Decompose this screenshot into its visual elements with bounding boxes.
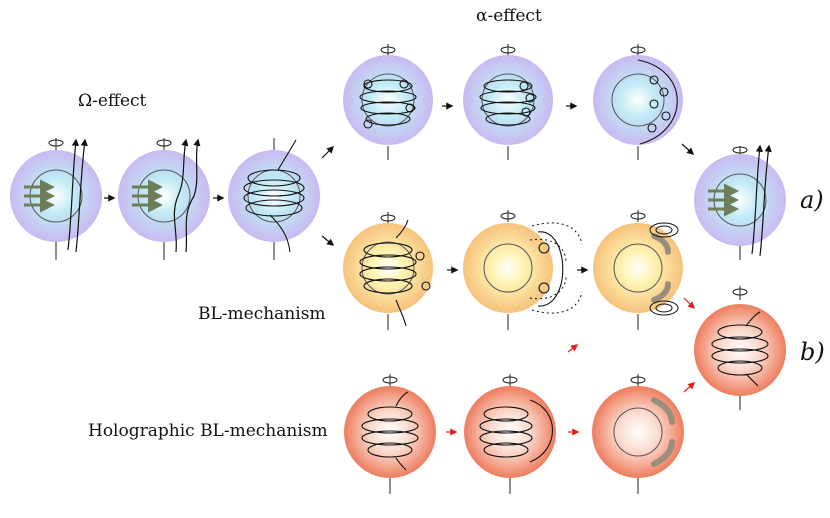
omega-sphere-3 [228, 138, 320, 260]
omega-sphere-2 [118, 138, 210, 260]
omega-effect-label: Ω-effect [78, 91, 147, 111]
alpha-effect-label: α-effect [476, 6, 542, 26]
arrow-to-bl [321, 235, 335, 246]
arrow-to-alpha [321, 145, 335, 159]
arrow-holo-to-b [683, 382, 696, 393]
result-sphere-b [694, 286, 786, 410]
arrow-red-mid [567, 344, 579, 353]
holo-sphere-3 [592, 374, 684, 494]
holographic-bl-label: Holographic BL-mechanism [88, 421, 328, 441]
bl-sphere-2 [463, 210, 583, 330]
alpha-sphere-3 [593, 44, 683, 160]
omega-sphere-1 [10, 138, 102, 260]
bl-mechanism-label: BL-mechanism [198, 304, 326, 324]
holo-sphere-1 [344, 374, 436, 494]
flux-arrows-icon [24, 179, 55, 213]
alpha-sphere-2 [463, 44, 553, 160]
bl-sphere-1 [343, 212, 433, 330]
bl-sphere-3 [593, 210, 683, 330]
holo-sphere-2 [464, 374, 556, 494]
arrow-bl-to-b [683, 297, 696, 310]
result-sphere-a [694, 144, 786, 260]
arrow-alpha-to-a [681, 143, 695, 155]
panel-b-label: b) [800, 338, 825, 366]
panel-a-label: a) [800, 186, 824, 214]
alpha-sphere-1 [343, 44, 433, 160]
